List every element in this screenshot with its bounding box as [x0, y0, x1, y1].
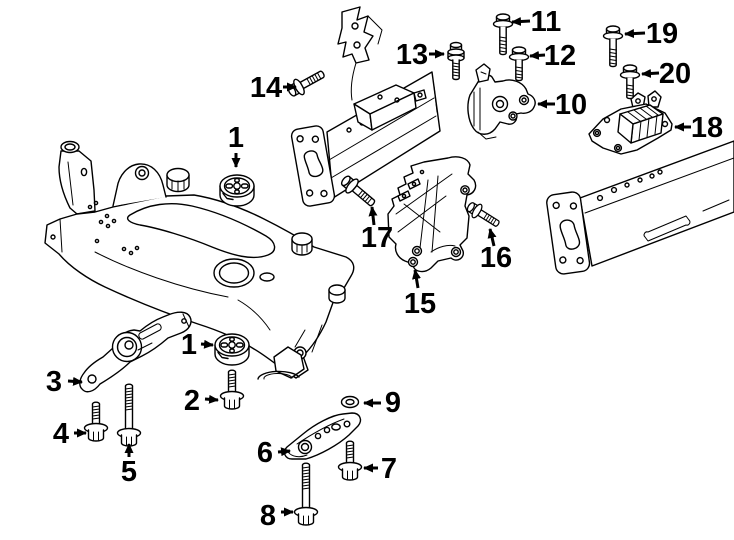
- callout-2[interactable]: 2: [184, 385, 219, 417]
- callout-8-number[interactable]: 8: [260, 500, 276, 532]
- callout-15-number[interactable]: 15: [404, 288, 436, 320]
- support-bracket-6-drawing: [283, 412, 362, 460]
- callout-3-number[interactable]: 3: [46, 366, 62, 398]
- callout-1-top-number[interactable]: 1: [228, 122, 244, 154]
- callout-12-number[interactable]: 12: [544, 40, 576, 72]
- callout-17[interactable]: 17: [361, 206, 393, 254]
- mount-bushing-1-bottom-drawing: [214, 333, 250, 366]
- trans-mount-bracket-18-drawing: [588, 90, 673, 155]
- callout-11-number[interactable]: 11: [531, 6, 562, 38]
- callout-3[interactable]: 3: [46, 366, 83, 398]
- callout-6-arrow: [277, 447, 291, 457]
- callout-15[interactable]: 15: [404, 269, 436, 320]
- callout-2-arrow: [204, 394, 219, 404]
- bolt-16-drawing: [463, 198, 503, 232]
- callout-11-arrow: [511, 17, 531, 26]
- callout-16[interactable]: 16: [480, 228, 512, 274]
- callout-12[interactable]: 12: [529, 40, 576, 72]
- callout-20[interactable]: 20: [641, 58, 691, 90]
- callout-20-arrow: [641, 68, 660, 78]
- callout-9-number[interactable]: 9: [385, 387, 401, 419]
- callout-20-number[interactable]: 20: [659, 58, 691, 90]
- torque-arm-3-drawing: [79, 311, 192, 393]
- callout-6[interactable]: 6: [257, 437, 291, 469]
- mount-bushing-1-top-drawing: [219, 174, 255, 207]
- callout-17-number[interactable]: 17: [361, 222, 393, 254]
- callout-10[interactable]: 10: [537, 89, 587, 121]
- bolt-7-drawing: [337, 440, 363, 481]
- bolt-12-drawing: [508, 46, 530, 82]
- callout-1-bottom[interactable]: 1: [181, 329, 214, 361]
- callout-17-arrow: [368, 206, 378, 226]
- engine-bracket-15-drawing: [387, 156, 477, 273]
- subframe-crossmember-drawing: [44, 140, 355, 380]
- callout-1-top[interactable]: 1: [228, 122, 244, 168]
- callout-19-number[interactable]: 19: [646, 18, 678, 50]
- callout-8[interactable]: 8: [260, 500, 294, 532]
- bolt-11-drawing: [492, 13, 514, 56]
- callout-3-arrow: [67, 376, 83, 386]
- callout-13[interactable]: 13: [396, 39, 445, 71]
- engine-mount-10-drawing: [467, 63, 536, 140]
- callout-12-arrow: [529, 50, 546, 60]
- callout-13-number[interactable]: 13: [396, 39, 428, 71]
- bolt-19-drawing: [602, 25, 624, 68]
- callout-16-number[interactable]: 16: [480, 242, 512, 274]
- bolt-5-drawing: [116, 383, 142, 447]
- callout-4[interactable]: 4: [53, 418, 87, 450]
- callout-18[interactable]: 18: [674, 112, 723, 144]
- bolt-14-drawing: [284, 65, 329, 101]
- stud-13-drawing: [447, 41, 465, 81]
- callout-5[interactable]: 5: [121, 443, 137, 488]
- callout-6-number[interactable]: 6: [257, 437, 273, 469]
- callout-18-number[interactable]: 18: [691, 112, 723, 144]
- lower-frame-rail-drawing: [546, 140, 734, 275]
- bolt-4-drawing: [83, 401, 109, 442]
- callout-7-number[interactable]: 7: [381, 453, 397, 485]
- callout-2-number[interactable]: 2: [184, 385, 200, 417]
- callout-1-bottom-arrow: [200, 339, 214, 349]
- callout-19[interactable]: 19: [624, 18, 678, 50]
- bolt-2-drawing: [219, 369, 245, 410]
- callout-5-number[interactable]: 5: [121, 456, 137, 488]
- callout-14-number[interactable]: 14: [250, 72, 282, 104]
- callout-7[interactable]: 7: [363, 453, 397, 485]
- callout-1-bottom-number[interactable]: 1: [181, 329, 197, 361]
- callout-19-arrow: [624, 29, 646, 39]
- callout-10-number[interactable]: 10: [555, 89, 587, 121]
- callout-14[interactable]: 14: [250, 72, 297, 104]
- callout-16-arrow: [487, 228, 497, 247]
- callout-9[interactable]: 9: [363, 387, 401, 419]
- upper-frame-rail-drawing: [290, 6, 441, 207]
- washer-9-drawing: [340, 395, 360, 409]
- callout-15-arrow: [412, 269, 421, 289]
- callout-11[interactable]: 11: [511, 6, 562, 38]
- bolt-8-drawing: [293, 462, 319, 526]
- callout-4-number[interactable]: 4: [53, 418, 69, 450]
